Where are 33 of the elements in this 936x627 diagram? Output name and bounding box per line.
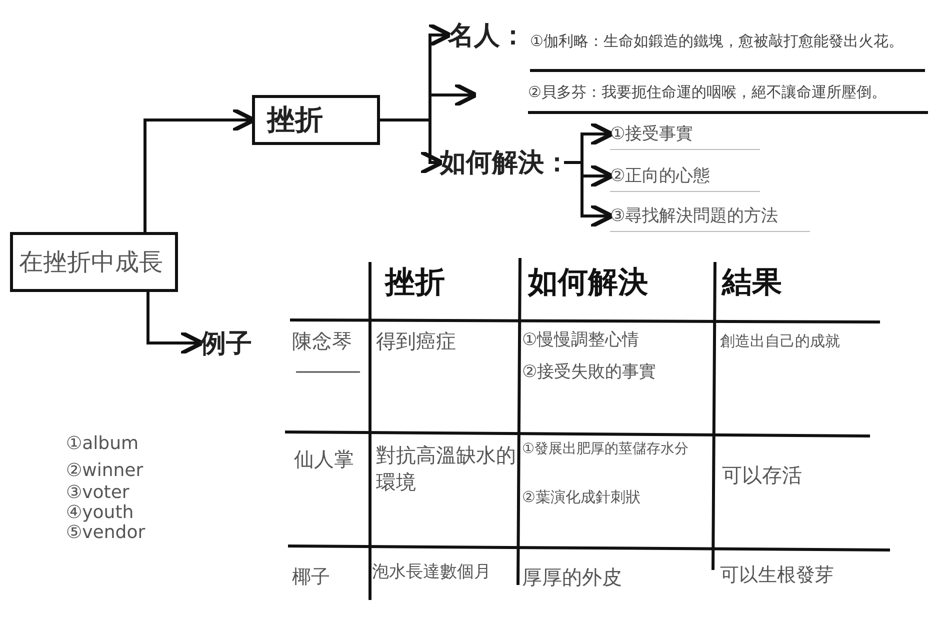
table-cell-text: 陳念琴 — [292, 328, 353, 355]
column-header: 如何解決 — [528, 264, 649, 302]
list-item: ③尋找解決問題的方法 — [610, 200, 810, 232]
branch-label: 例子 — [200, 318, 282, 368]
list-item: ②正向的心態 — [610, 160, 760, 192]
table-cell-text: 厚厚的外皮 — [522, 564, 623, 591]
word-list-item: ①album — [66, 433, 140, 454]
list-item: ①接受事實 — [610, 118, 760, 150]
table-cell-text: 可以存活 — [722, 462, 803, 489]
quote-text: ①伽利略：生命如鍛造的鐵塊，愈被敲打愈能發出火花。 — [530, 14, 925, 72]
table-cell-text: ①慢慢調整心情 — [522, 329, 640, 351]
table-cell-text: ②接受失敗的事實 — [522, 361, 658, 383]
table-cell-text: 創造出自己的成就 — [720, 332, 841, 351]
table-cell-text: 可以生根發芽 — [720, 563, 835, 588]
arrow — [146, 292, 204, 356]
table-cell-text: ①發展出肥厚的莖儲存水分 — [522, 440, 690, 458]
branch-label: 如何解決： — [440, 140, 564, 185]
branch-box: 挫折 — [252, 95, 380, 145]
column-header: 結果 — [722, 264, 783, 302]
column-header: 挫折 — [385, 264, 446, 302]
word-list-item: ④youth — [66, 502, 135, 523]
table-cell-text: ②葉演化成針刺狀 — [522, 488, 642, 507]
quote-text: ②貝多芬：我要扼住命運的咽喉，絕不讓命運所壓倒。 — [528, 74, 928, 114]
table-cell-text: 泡水長達數個月 — [372, 561, 492, 583]
topic-box: 在挫折中成長 — [10, 232, 178, 292]
table-cell-text: 得到癌症 — [376, 328, 457, 355]
table-cell-text: 仙人掌 — [294, 446, 355, 473]
table-cell-text: 對抗高溫缺水的環境 — [376, 442, 517, 496]
word-list-item: ⑤vendor — [66, 522, 146, 543]
branch-label: 名人： — [448, 14, 528, 56]
word-list-item: ③voter — [66, 482, 130, 503]
word-list-item: ②winner — [66, 460, 144, 481]
table-cell-text: 椰子 — [292, 565, 331, 590]
